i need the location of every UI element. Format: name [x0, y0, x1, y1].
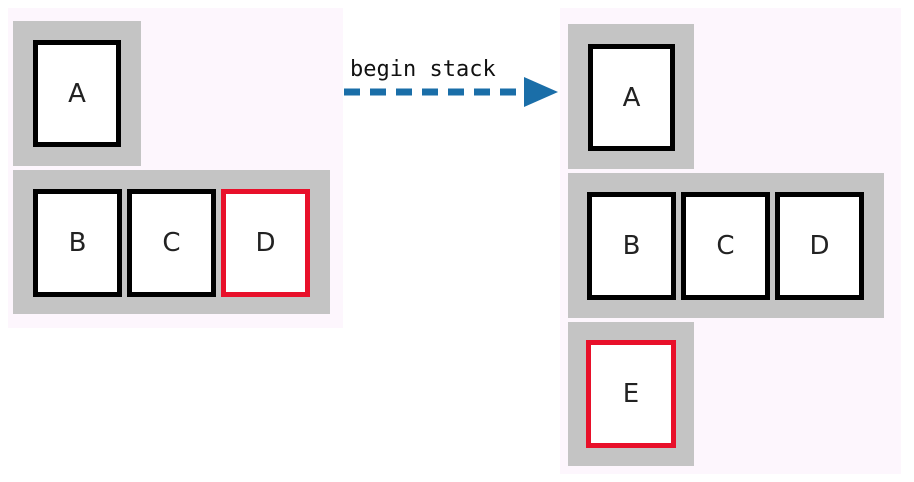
after-row-2: B C D [568, 173, 884, 318]
card-d-highlighted: D [221, 189, 310, 297]
card-e-highlighted: E [586, 340, 676, 448]
card-a: A [588, 44, 675, 151]
card-a: A [33, 40, 121, 147]
card-d: D [775, 192, 864, 300]
card-b: B [33, 189, 122, 297]
card-c: C [127, 189, 216, 297]
card-c: C [681, 192, 770, 300]
before-panel: A B C D [8, 8, 343, 328]
transition-arrow [344, 77, 558, 107]
before-row-1: A [13, 21, 141, 166]
after-panel: A B C D E [560, 8, 901, 474]
after-row-1: A [568, 24, 694, 169]
card-b: B [587, 192, 676, 300]
after-row-3: E [568, 322, 694, 466]
transition-label: begin stack [350, 57, 496, 82]
before-row-2: B C D [13, 170, 330, 314]
